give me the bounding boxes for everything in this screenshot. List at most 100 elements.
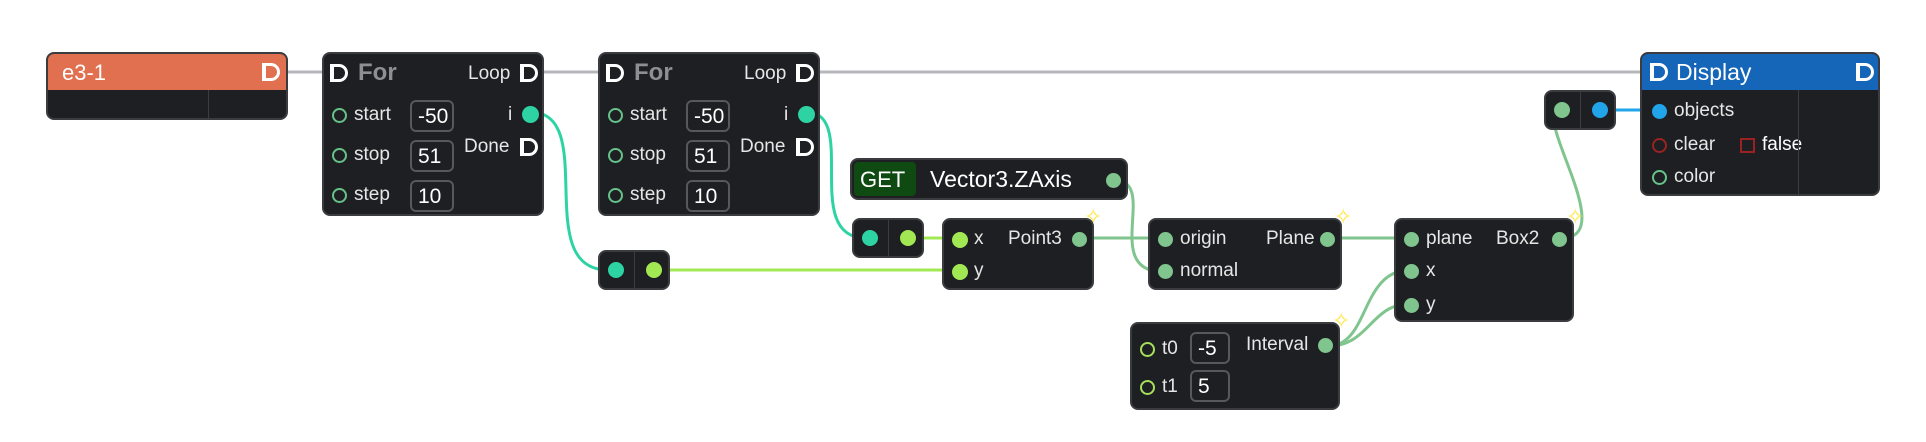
display-node[interactable]: Display objects clear false color — [1640, 52, 1880, 196]
x-input-port[interactable] — [1404, 264, 1419, 279]
t1-label: t1 — [1162, 376, 1178, 397]
y-input-port[interactable] — [952, 264, 968, 280]
e3-1-header[interactable] — [48, 54, 286, 90]
start-label: start — [354, 104, 391, 125]
relay-output-port[interactable] — [646, 262, 662, 278]
stop-port[interactable] — [332, 148, 347, 163]
relay-input-port[interactable] — [1554, 102, 1570, 118]
objects-input-port[interactable] — [1652, 104, 1667, 119]
t0-input-port[interactable] — [1140, 342, 1155, 357]
i-label: i — [508, 104, 513, 125]
plane-output-port[interactable] — [1320, 232, 1335, 247]
divider — [1798, 90, 1799, 196]
d-flow-icon[interactable] — [520, 64, 538, 82]
stop-port[interactable] — [608, 148, 623, 163]
start-label: start — [630, 104, 667, 125]
d-flow-icon[interactable] — [520, 138, 538, 156]
d-flow-icon[interactable] — [330, 64, 348, 82]
t0-input[interactable]: -5 — [1190, 332, 1230, 364]
d-flow-icon[interactable] — [1650, 63, 1668, 81]
y-input-port[interactable] — [1404, 298, 1419, 313]
step-label: step — [630, 184, 666, 205]
plane-node[interactable]: origin normal Plane — [1148, 218, 1342, 290]
wire-for1-i — [529, 110, 609, 272]
relay-output-port[interactable] — [1592, 102, 1608, 118]
i-output-port[interactable] — [798, 106, 815, 123]
color-label: color — [1674, 166, 1716, 187]
stop-label: stop — [354, 144, 390, 165]
stop-input[interactable]: 51 — [410, 140, 454, 172]
t1-input[interactable]: 5 — [1190, 370, 1230, 402]
get-badge-label: GET — [860, 167, 906, 192]
point3-output-port[interactable] — [1072, 232, 1087, 247]
box2-node[interactable]: plane x y Box2 — [1394, 218, 1574, 322]
point3-node[interactable]: x y Point3 — [942, 218, 1094, 290]
normal-label: normal — [1180, 260, 1239, 281]
y-label: y — [974, 260, 984, 281]
i-label: i — [784, 104, 789, 125]
d-flow-icon[interactable] — [262, 63, 280, 81]
step-input[interactable]: 10 — [410, 180, 454, 212]
box2-output-port[interactable] — [1552, 232, 1567, 247]
color-input-port[interactable] — [1652, 170, 1667, 185]
point3-title: Point3 — [1008, 228, 1062, 249]
stop-label: stop — [630, 144, 666, 165]
loop-label: Loop — [468, 63, 511, 84]
clear-input-port[interactable] — [1652, 138, 1667, 153]
start-input[interactable]: -50 — [686, 100, 730, 132]
stop-input[interactable]: 51 — [686, 140, 730, 172]
relay-input-port[interactable] — [862, 230, 878, 246]
for-node-1[interactable]: For Loop start -50 i Done stop 51 step 1… — [322, 52, 544, 216]
t1-input-port[interactable] — [1140, 380, 1155, 395]
interval-node[interactable]: t0 -5 t1 5 Interval — [1130, 322, 1340, 410]
divider — [1580, 92, 1581, 130]
start-input[interactable]: -50 — [410, 100, 454, 132]
done-label: Done — [464, 136, 510, 157]
d-flow-icon[interactable] — [796, 138, 814, 156]
relay-node[interactable] — [598, 250, 670, 290]
step-input[interactable]: 10 — [686, 180, 730, 212]
loop-label: Loop — [744, 63, 787, 84]
for-node-2[interactable]: For Loop start -50 i Done stop 51 step 1… — [598, 52, 820, 216]
x-input-port[interactable] — [952, 232, 968, 248]
origin-input-port[interactable] — [1158, 232, 1173, 247]
plane-label: plane — [1426, 228, 1473, 249]
e3-1-node[interactable]: e3-1 — [46, 52, 288, 120]
divider — [208, 90, 209, 120]
relay-node[interactable] — [852, 218, 924, 258]
sparkle-icon: ✧ — [1566, 204, 1585, 229]
plane-input-port[interactable] — [1404, 232, 1419, 247]
d-flow-icon[interactable] — [606, 64, 624, 82]
step-port[interactable] — [608, 188, 623, 203]
x-label: x — [974, 228, 984, 249]
get-badge — [854, 162, 916, 196]
sparkle-icon: ✧ — [1332, 308, 1351, 333]
objects-label: objects — [1674, 100, 1735, 121]
d-flow-icon[interactable] — [796, 64, 814, 82]
clear-checkbox[interactable] — [1740, 138, 1755, 153]
done-label: Done — [740, 136, 786, 157]
start-port[interactable] — [608, 108, 623, 123]
relay-output-port[interactable] — [900, 230, 916, 246]
start-port[interactable] — [332, 108, 347, 123]
normal-input-port[interactable] — [1158, 264, 1173, 279]
sparkle-icon: ✧ — [1334, 204, 1353, 229]
relay-node[interactable] — [1544, 90, 1616, 130]
sparkle-icon: ✧ — [1084, 204, 1103, 229]
interval-title: Interval — [1246, 334, 1309, 355]
zaxis-output-port[interactable] — [1106, 173, 1121, 188]
get-node[interactable]: GET Vector3.ZAxis — [850, 158, 1128, 200]
relay-input-port[interactable] — [608, 262, 624, 278]
e3-1-title: e3-1 — [62, 60, 107, 85]
step-port[interactable] — [332, 188, 347, 203]
display-header[interactable] — [1642, 54, 1878, 90]
wire-for2-i — [805, 110, 867, 240]
for-title: For — [358, 59, 397, 86]
i-output-port[interactable] — [522, 106, 539, 123]
for-title: For — [634, 59, 673, 86]
interval-output-port[interactable] — [1318, 338, 1333, 353]
d-flow-icon[interactable] — [1856, 63, 1874, 81]
display-title: Display — [1676, 59, 1752, 85]
step-label: step — [354, 184, 390, 205]
clear-value: false — [1762, 134, 1803, 155]
